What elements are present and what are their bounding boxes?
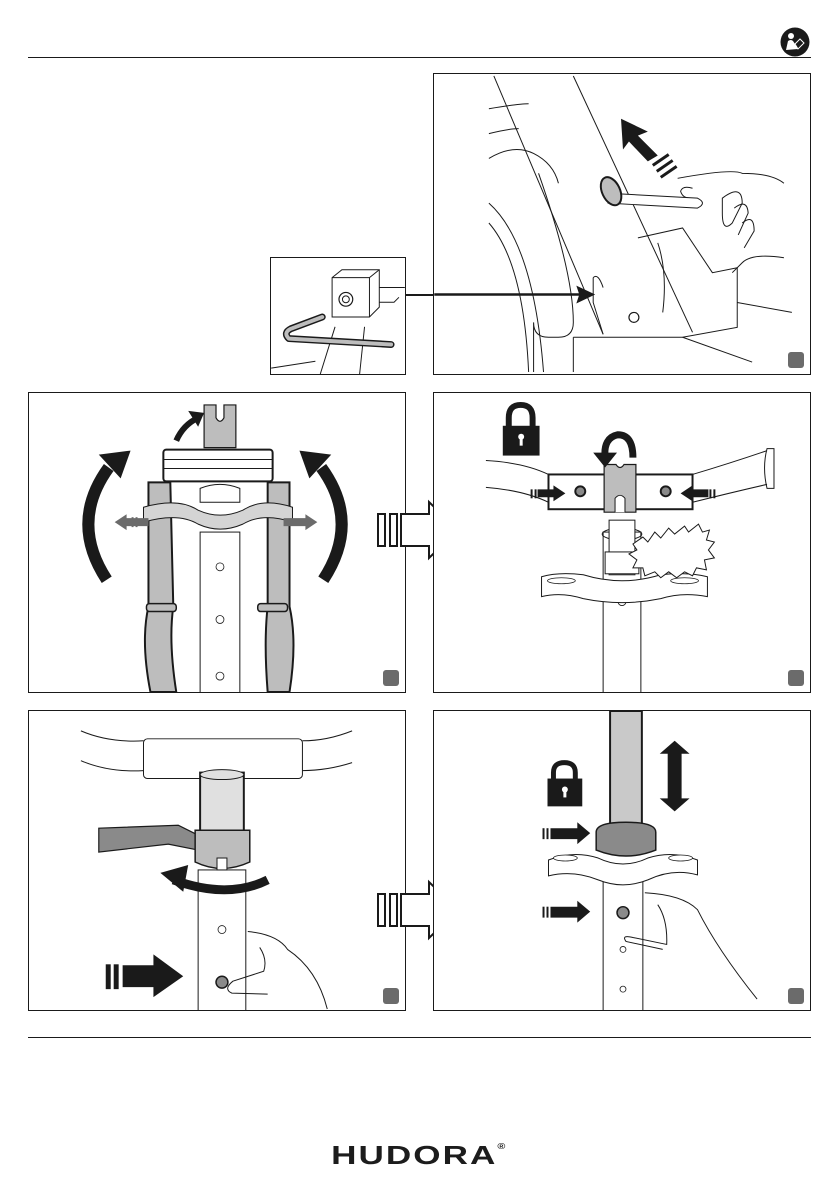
swing-right-arrow-icon: [299, 450, 348, 584]
pull-left-arrow-icon: [114, 514, 149, 531]
panel-4-open-lever: [28, 710, 406, 1011]
adjust-height-illustration: [542, 711, 758, 1010]
push-up-arrow-icon: [621, 118, 678, 179]
push-pin-arrow-icon: [542, 900, 591, 923]
open-lever-illustration: [80, 730, 353, 1010]
lock-handlebar-illustration: [485, 401, 775, 692]
panel-3-lock-handlebar: [433, 392, 811, 693]
panel-2-unfold-grips: [28, 392, 406, 693]
lock-icon: [502, 401, 540, 456]
header-rule: [28, 57, 811, 58]
panel-1-fold-release: [433, 73, 811, 375]
brand-name: HUDORA®: [331, 1140, 508, 1170]
inset-connector-line: [406, 294, 434, 296]
step-marker-2: [383, 670, 399, 686]
panel-5-adjust-height: [433, 710, 811, 1011]
pointer-arrow-icon: [434, 285, 596, 304]
hex-key-illustration: [271, 269, 405, 374]
press-pin-arrow-icon: [105, 954, 184, 998]
brand-logo: HUDORA®: [0, 1140, 839, 1171]
step-marker-5: [788, 988, 804, 1004]
step-marker-1: [788, 352, 804, 368]
up-down-arrow-icon: [659, 740, 690, 812]
rotate-open-arrow-icon: [160, 864, 270, 895]
fold-release-illustration: [434, 75, 792, 373]
push-collar-arrow-icon: [542, 822, 591, 845]
swing-left-arrow-icon: [82, 450, 131, 584]
push-right-arrow-icon: [530, 485, 566, 502]
step-marker-3: [788, 670, 804, 686]
push-left-arrow-icon: [680, 485, 716, 502]
step-marker-4: [383, 988, 399, 1004]
pull-right-arrow-icon: [283, 514, 318, 531]
registered-mark: ®: [497, 1142, 508, 1151]
footer-rule: [28, 1037, 811, 1038]
read-manual-icon: [780, 27, 810, 57]
lock-icon: [547, 760, 583, 807]
rotate-down-arrow-icon: [593, 431, 637, 468]
rotate-up-arrow-icon: [173, 410, 205, 442]
next-step-arrow-2: [377, 879, 460, 941]
inset-hex-key-detail: [270, 257, 406, 375]
click-burst-icon: [628, 523, 716, 579]
unfold-grips-illustration: [82, 404, 348, 692]
